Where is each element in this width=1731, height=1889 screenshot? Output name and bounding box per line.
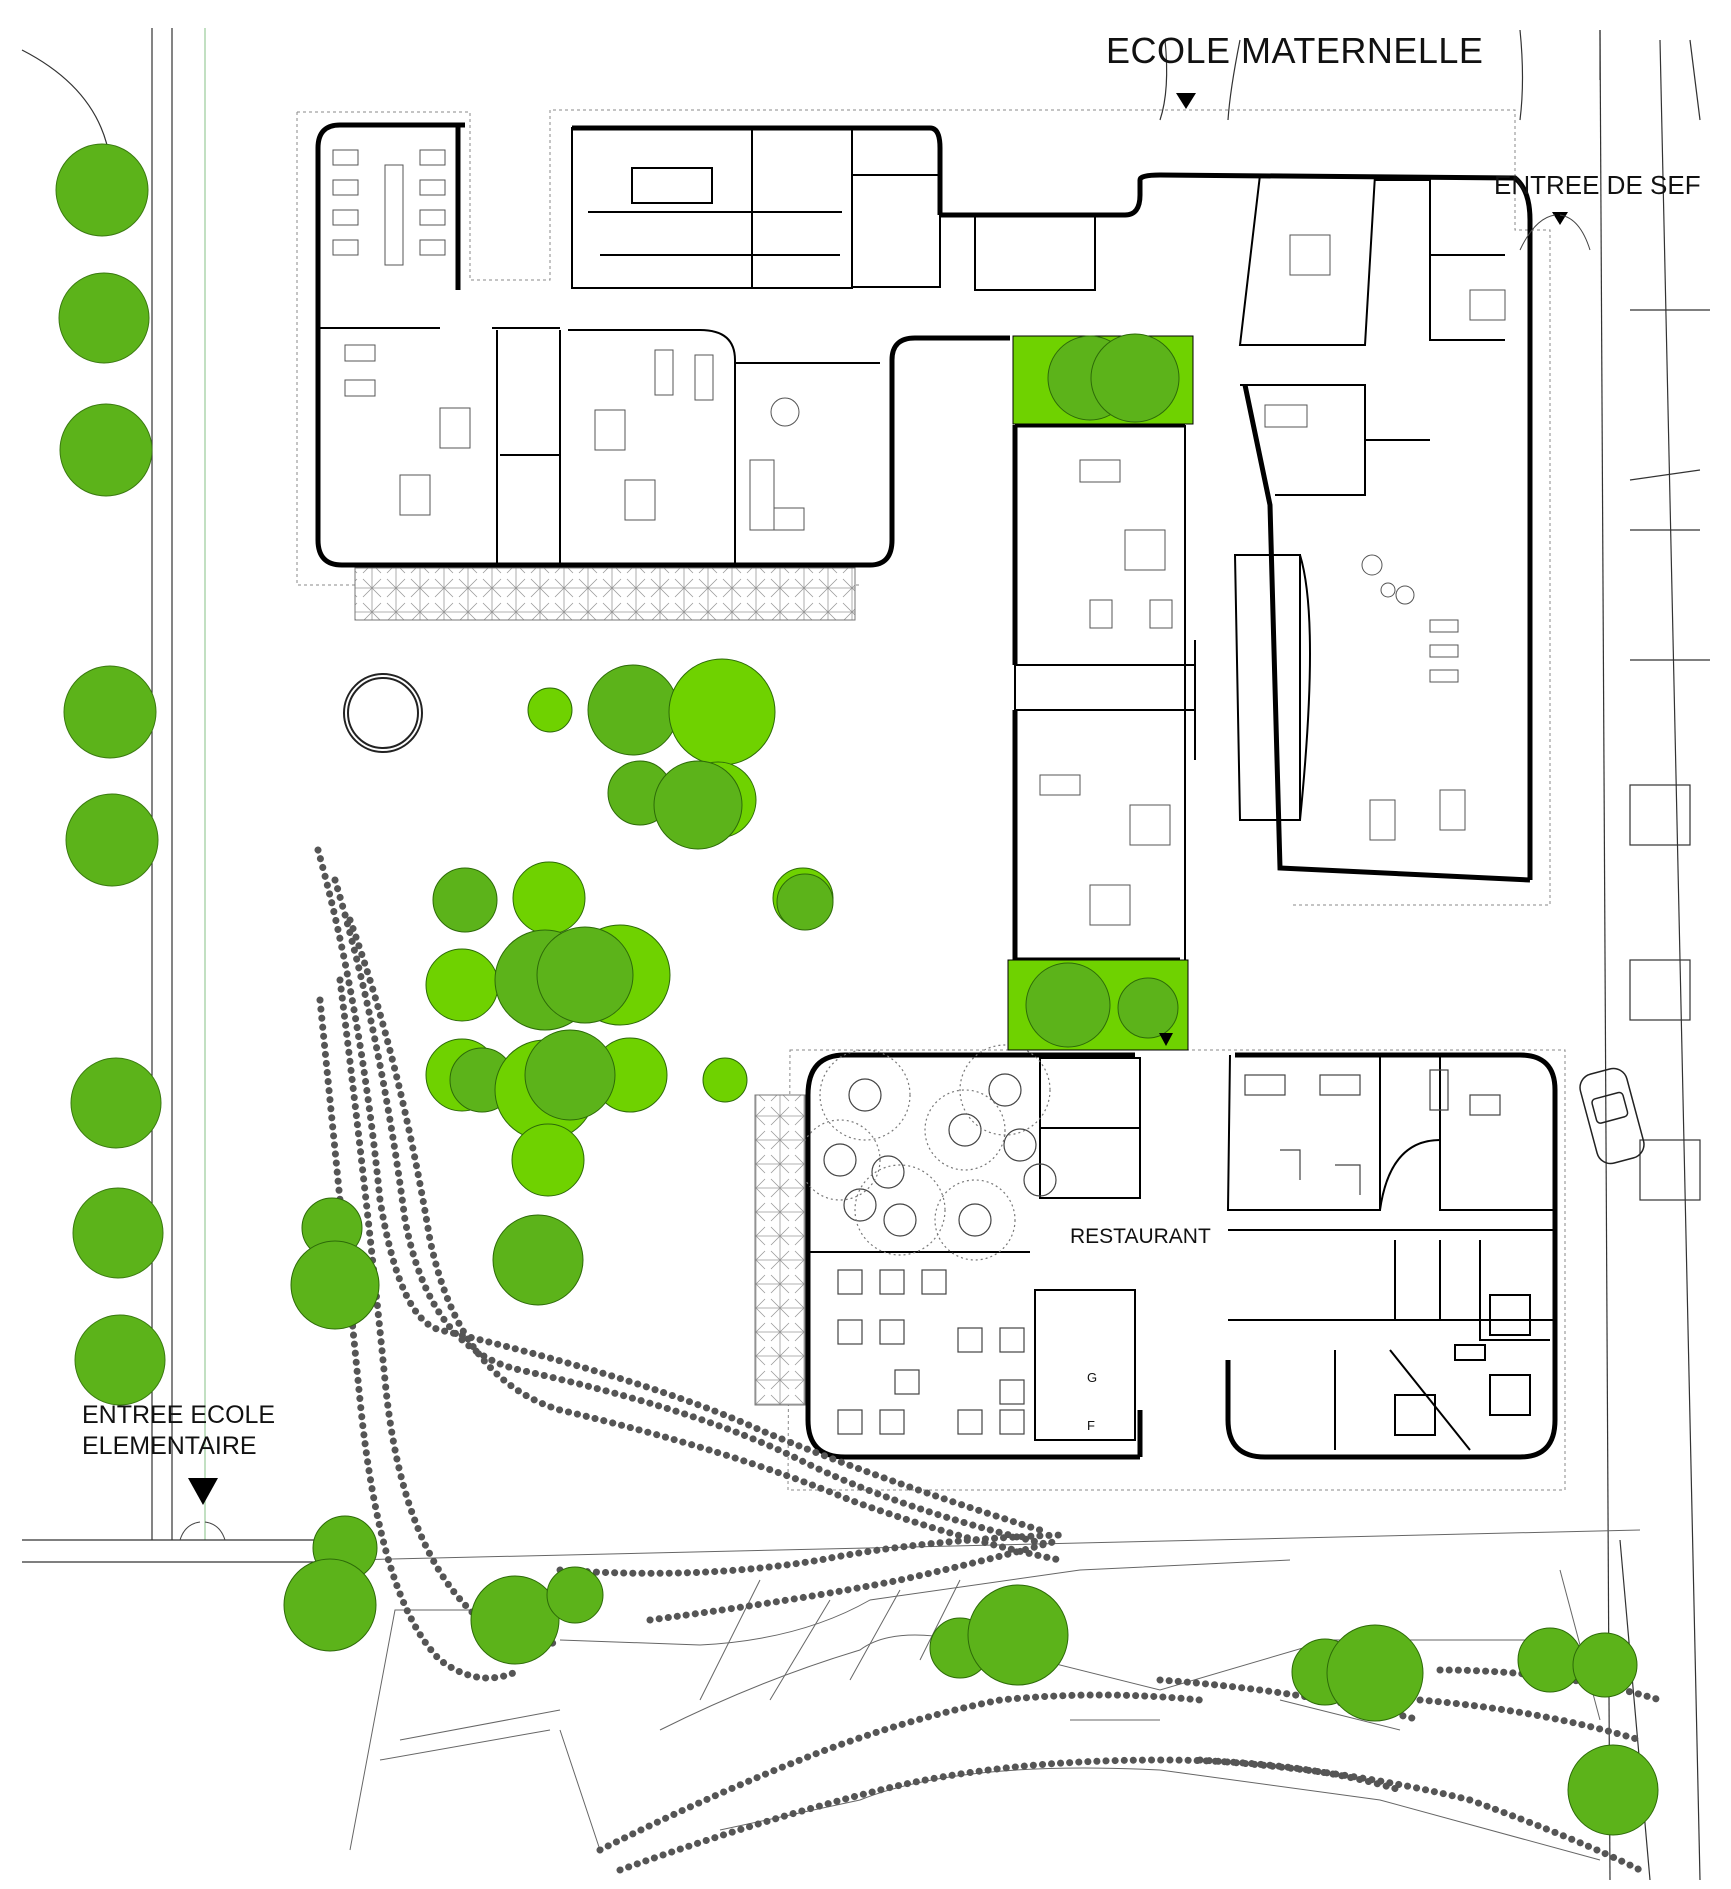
- label-entree-elementaire: ENTREE ECOLE ELEMENTAIRE: [82, 1400, 275, 1462]
- landscape-lines: [349, 1529, 1641, 1861]
- label-restaurant: RESTAURANT: [1070, 1225, 1211, 1248]
- entrance-gates: [179, 214, 1591, 1541]
- label-entree-elementaire-line2: ELEMENTAIRE: [82, 1432, 257, 1460]
- east-wing-walls: [1137, 172, 1533, 883]
- middle-wing-inner: [1014, 425, 1196, 960]
- street-lines: [21, 28, 1710, 1881]
- label-room-f: F: [1087, 1418, 1095, 1433]
- playground-trees: [283, 658, 834, 1665]
- landscape-trees: [929, 1584, 1659, 1836]
- entrance-arrow-restaurant: [1159, 1033, 1173, 1046]
- courtyards: [1007, 335, 1194, 1051]
- north-wing-inner: [318, 127, 1096, 565]
- entrance-arrow-maternelle: [1176, 93, 1196, 109]
- label-entree-elementaire-line1: ENTREE ECOLE: [82, 1401, 276, 1429]
- street-trees: [55, 143, 166, 1406]
- label-ecole-maternelle: ECOLE MATERNELLE: [1106, 30, 1484, 71]
- pergolas: [354, 567, 856, 1406]
- pebble-paths: [314, 846, 1664, 1874]
- label-room-g: G: [1087, 1370, 1098, 1385]
- classroom-furniture: [332, 149, 1506, 926]
- play-circle: [343, 673, 423, 753]
- courtyard-trees: [1025, 333, 1180, 1048]
- restaurant-walls: [805, 1052, 1558, 1460]
- label-entree-service: ENTREE DE SEF: [1494, 170, 1701, 200]
- middle-wing-walls: [1012, 422, 1185, 963]
- east-wing-inner: [1233, 174, 1505, 821]
- car-icon: [1579, 1067, 1645, 1165]
- restaurant-inner: [808, 1054, 1555, 1451]
- entrance-arrow-elementaire: [188, 1478, 218, 1505]
- north-wing-walls: [315, 122, 1143, 568]
- entrance-arrows: [188, 93, 1568, 1505]
- entrance-arrow-service: [1552, 212, 1568, 225]
